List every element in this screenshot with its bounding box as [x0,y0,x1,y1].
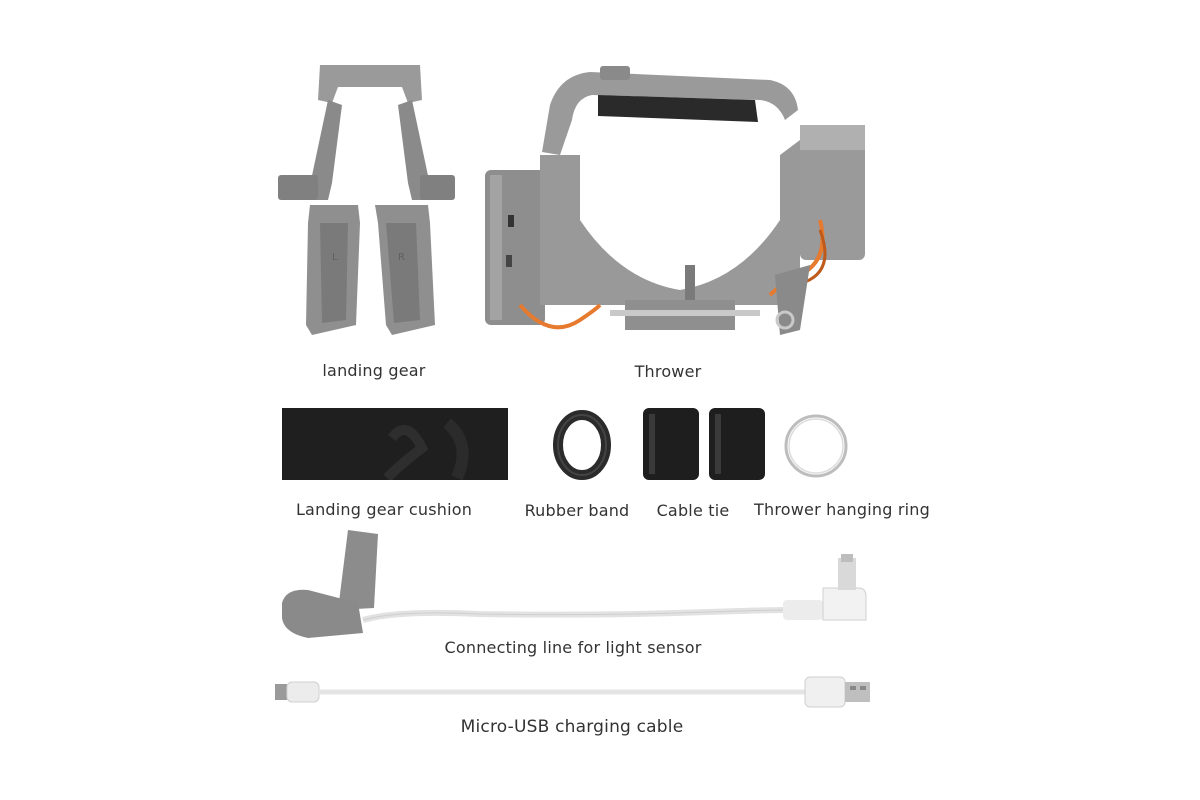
rubber-band-label: Rubber band [524,501,630,520]
usb-cable-image [275,672,875,712]
thrower-image [480,60,870,350]
cable-tie-label: Cable tie [656,501,730,520]
cushion-image [282,408,508,480]
leg-mark-right: R [398,252,405,263]
light-sensor-line-label: Connecting line for light sensor [444,638,702,657]
landing-gear-label: landing gear [322,361,426,380]
leg-mark-left: L [332,252,338,263]
hanging-ring-label: Thrower hanging ring [754,500,930,519]
usb-cable-label: Micro-USB charging cable [460,717,684,737]
thrower-label: Thrower [634,362,702,381]
cushion-label: Landing gear cushion [295,500,473,519]
cable-tie-image [643,408,765,480]
landing-gear-image: L R [270,55,470,350]
light-sensor-line-image [278,528,870,640]
rubber-band-image [552,410,612,480]
hanging-ring-image [782,412,850,480]
